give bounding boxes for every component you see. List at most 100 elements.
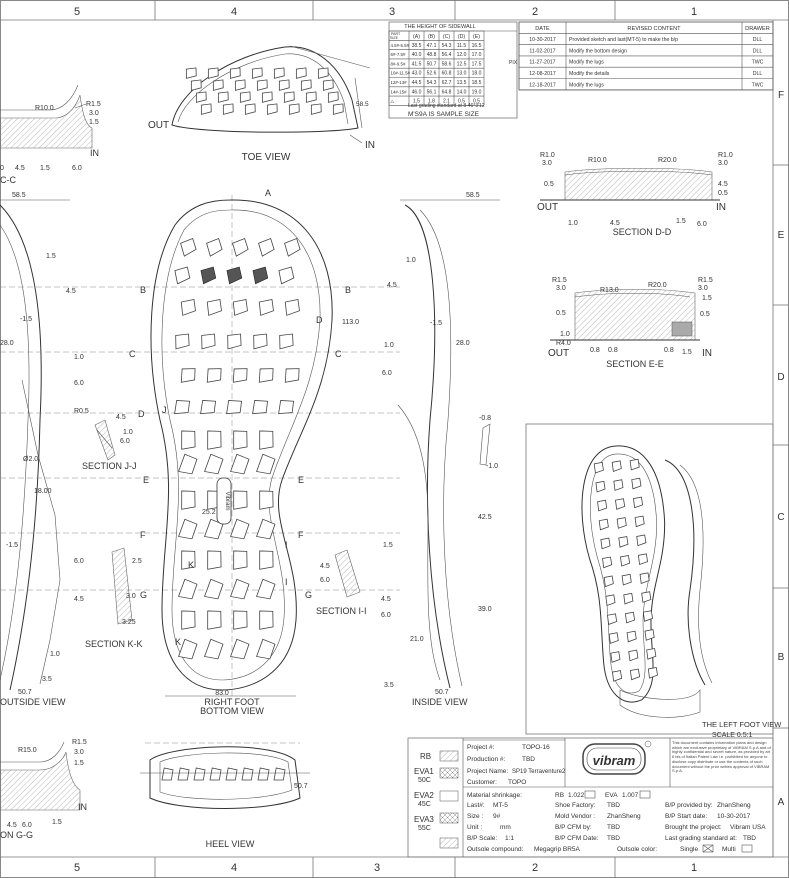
sidewall-cell: 1.5 <box>413 99 420 105</box>
legend-eva1-sub: 50C <box>418 777 431 784</box>
ee-05b: 0.5 <box>700 311 710 318</box>
lug-mark <box>273 67 285 79</box>
dd-05a: 0.5 <box>544 181 554 188</box>
dd-45b: 4.5 <box>610 220 620 227</box>
gg-15b: 1.5 <box>52 819 62 826</box>
sidewall-cell: 38.5 <box>412 43 422 49</box>
lug-mark <box>618 536 629 548</box>
lug-mark <box>222 103 234 115</box>
shoe-factory-label: Shoe Factory: <box>555 802 596 809</box>
bottom-dim-1130: 113.0 <box>342 319 359 326</box>
bottom-label-e: E <box>298 475 304 485</box>
bottom-label-d: D <box>316 315 323 325</box>
lug-mark <box>212 79 224 91</box>
dd-r10b: R1.0 <box>718 152 733 159</box>
lug-mark <box>207 67 219 79</box>
lug-mark <box>284 368 300 383</box>
col-bot-4: 4 <box>231 862 237 874</box>
lug-mark <box>616 517 627 529</box>
i-60b: 6.0 <box>381 612 391 619</box>
lug-mark <box>612 670 623 682</box>
revision-cell: DLL <box>753 71 763 77</box>
i-507: 50.7 <box>435 689 449 696</box>
sidewall-sample-note: M'S9A IS SAMPLE SIZE <box>408 111 480 118</box>
o-10c: 1.0 <box>50 651 60 658</box>
revision-cell: Modify the details <box>569 71 610 77</box>
sidewall-grading-note: Last grading standard at 8-46°3'12 <box>408 103 485 109</box>
heel-dim-507: 50.7 <box>294 783 308 790</box>
o-10: 1.0 <box>74 354 84 361</box>
dd-r100: R10.0 <box>588 157 607 164</box>
lug-mark <box>628 649 639 662</box>
o-label-c: C <box>129 349 136 359</box>
lug-mark <box>607 613 618 625</box>
sidewall-cell: 41.5 <box>412 61 422 67</box>
grid-row-labels: F E D C B A <box>777 90 784 808</box>
toe-out-label: OUT <box>148 120 169 131</box>
outsole-compound-label: Outsole compound: <box>467 846 524 853</box>
lug-mark <box>207 430 222 450</box>
row-B: B <box>778 652 785 663</box>
i-10: 1.0 <box>406 257 416 264</box>
sidewall-cell: 4.5#-5.5# <box>391 43 410 48</box>
dd-10: 1.0 <box>568 220 578 227</box>
unit-label: Unit : <box>467 824 482 831</box>
kk-25: 2.5 <box>132 558 142 565</box>
o-35: 3.5 <box>42 676 52 683</box>
bp-provided-value: ZhanSheng <box>717 802 751 809</box>
legend-eva1: EVA1 <box>414 767 434 776</box>
o-507: 50.7 <box>18 689 32 696</box>
bottom-label-c: C <box>335 349 342 359</box>
row-F: F <box>778 90 784 101</box>
ee-r40: R4.0 <box>556 340 571 347</box>
revision-cell: 11-02-2017 <box>529 48 555 54</box>
project-no-label: Project #: <box>467 744 495 751</box>
col-top-3: 3 <box>389 6 395 18</box>
section-dd-title: SECTION D-D <box>613 227 672 237</box>
section-jj: 4.5 1.0 6.0 SECTION J-J <box>82 414 137 471</box>
revision-cell: 12-18-2017 <box>529 82 556 88</box>
i-08: -0.8 <box>479 415 491 422</box>
bp-start-label: B/P Start date: <box>665 813 707 820</box>
lug-mark <box>195 91 207 103</box>
lug-mark <box>288 103 300 115</box>
lug-mark <box>204 638 224 660</box>
lug-mark <box>629 668 641 681</box>
lug-mark <box>327 91 339 103</box>
lug-mark <box>278 79 290 91</box>
lug-mark <box>278 266 295 285</box>
lug-mark <box>252 266 269 285</box>
sidewall-cell: 48.8 <box>427 52 437 58</box>
single-label: Single <box>680 846 698 853</box>
o-label-f: F <box>140 530 146 540</box>
sidewall-cell: 12.5 <box>457 61 467 67</box>
size-label: Size : <box>467 813 483 820</box>
o-label-b: B <box>140 285 146 295</box>
lug-mark <box>178 518 198 540</box>
customer-label: Customer: <box>467 779 497 786</box>
lug-mark <box>251 67 263 79</box>
sidewall-cell: 44.5 <box>412 80 422 86</box>
lug-mark <box>611 460 622 472</box>
lug-mark <box>232 299 248 316</box>
lug-mark <box>641 591 652 603</box>
lug-mark <box>278 400 295 415</box>
lug-mark <box>201 333 216 350</box>
sidewall-cell: 47.1 <box>427 43 437 49</box>
lug-mark <box>200 103 212 115</box>
i-45: 4.5 <box>387 282 397 289</box>
production-label: Production #: <box>467 756 505 763</box>
lug-mark <box>239 91 251 103</box>
unit-value: mm <box>500 824 511 831</box>
kk-325: 3.25 <box>122 619 136 626</box>
sidewall-cell: 14.0 <box>457 89 467 95</box>
lug-mark <box>181 550 196 570</box>
lug-mark <box>206 238 223 257</box>
last-label: Last#: <box>467 802 485 809</box>
o-label-d: D <box>138 409 145 419</box>
o-15: 1.5 <box>46 253 56 260</box>
bottom-label-k2: K <box>175 637 181 647</box>
sidewall-cell: 54.3 <box>427 80 437 86</box>
lug-mark <box>204 453 224 475</box>
toe-in-label: IN <box>365 140 375 151</box>
